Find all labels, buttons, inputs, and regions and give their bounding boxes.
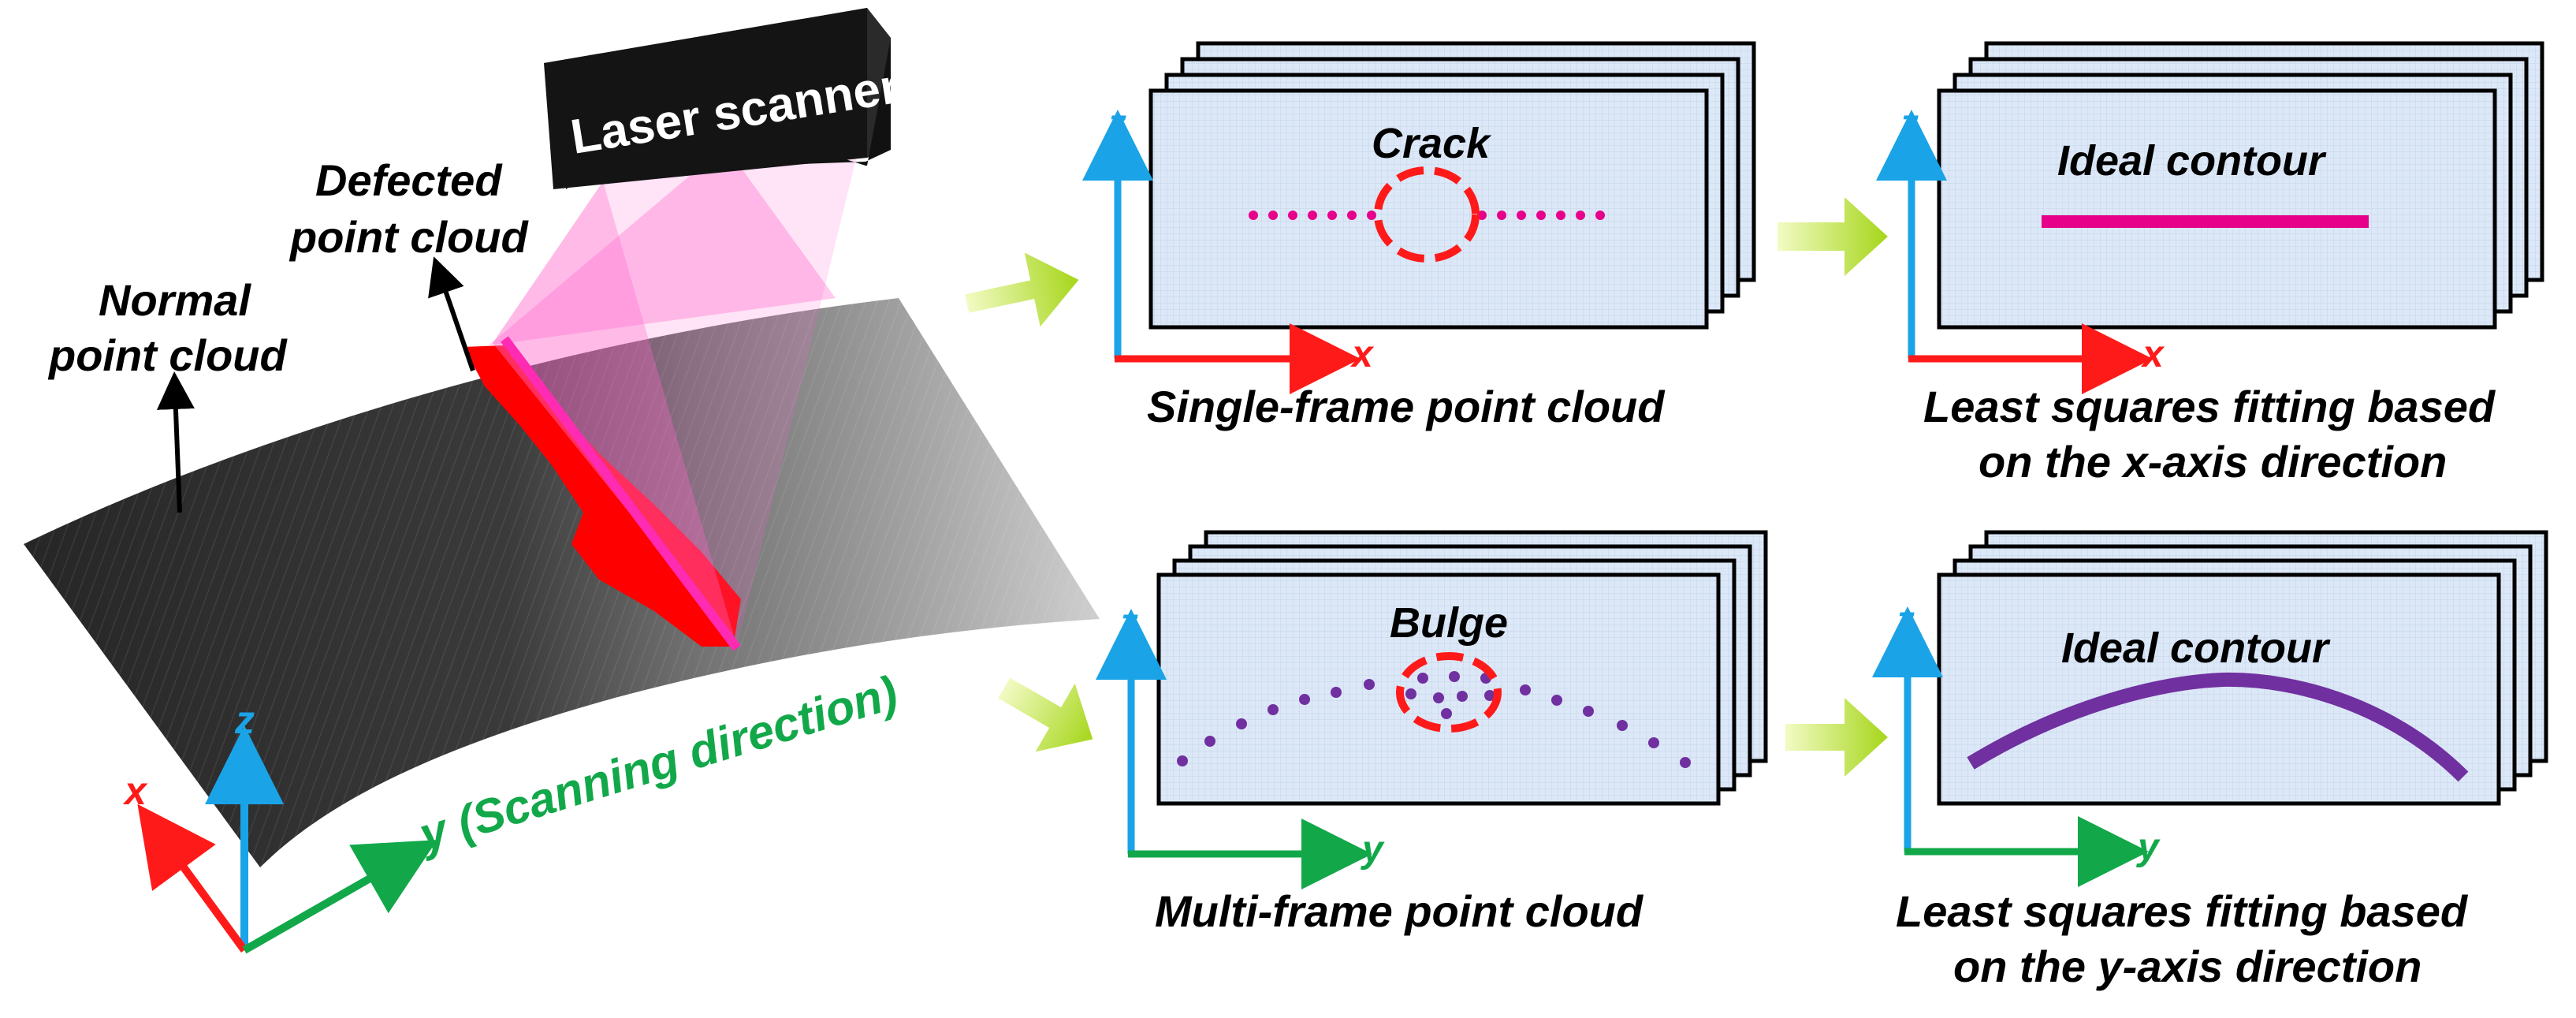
x-fit-contour-label: Ideal contour — [2057, 137, 2327, 185]
panel-x-fit: Ideal contour z x Least squares fitting … — [1876, 41, 2544, 487]
multi-z-label: z — [1119, 602, 1138, 643]
single-x-label: x — [1349, 334, 1375, 375]
surface-x-label: x — [122, 769, 148, 813]
surface-z-label: z — [234, 698, 255, 742]
y-fit-caption-line1: Least squares fitting based — [1896, 886, 2469, 936]
normal-label-line2: point cloud — [47, 330, 288, 380]
arrow-to-multi-frame — [998, 677, 1093, 752]
frame-stack — [1148, 41, 1756, 330]
laser-scanner: Laser scanner — [544, 8, 903, 189]
defect-region — [463, 345, 741, 647]
y-fit-caption-line2: on the y-axis direction — [1953, 942, 2422, 991]
arrow-to-x-fit — [1778, 197, 1888, 276]
crack-points — [1249, 211, 1605, 220]
defected-annotation: Defected point cloud — [288, 155, 530, 371]
single-frame-caption: Single-frame point cloud — [1147, 382, 1666, 431]
laser-beam — [489, 146, 859, 651]
y-fit-z-label: z — [1895, 599, 1915, 641]
crack-label: Crack — [1372, 120, 1492, 167]
y-fit-contour-curve — [1967, 672, 2469, 782]
bulge-points — [1177, 671, 1691, 768]
panel-y-fit: Ideal contour z y Least squares fitting … — [1872, 530, 2548, 991]
normal-label-line1: Normal — [99, 275, 251, 325]
bulge-highlight — [1396, 652, 1502, 733]
x-fit-x-label: x — [2140, 334, 2165, 375]
multi-frame-caption: Multi-frame point cloud — [1155, 886, 1644, 936]
single-z-label: z — [1107, 103, 1126, 144]
panel-single-frame: Crack z x Single-frame point cloud — [1082, 41, 1756, 431]
y-fit-y-label: y — [2136, 826, 2161, 868]
arrow-to-single-frame — [965, 252, 1079, 327]
multi-y-label: y — [1361, 829, 1385, 871]
y-fit-contour-label: Ideal contour — [2061, 625, 2331, 672]
frame-stack — [1156, 530, 1768, 806]
point-cloud-surface — [24, 298, 1100, 867]
arrow-to-y-fit — [1785, 698, 1888, 777]
defected-label-line2: point cloud — [288, 212, 530, 262]
frame-stack — [1937, 41, 2544, 330]
x-fit-caption-line2: on the x-axis direction — [1979, 437, 2447, 487]
frame-stack — [1937, 530, 2548, 806]
x-fit-caption-line1: Least squares fitting based — [1923, 382, 2496, 431]
panel-multi-frame: Bulge z y Multi-frame point cloud — [1096, 530, 1768, 936]
x-fit-z-label: z — [1899, 103, 1919, 144]
bulge-label: Bulge — [1390, 599, 1508, 647]
normal-annotation: Normal point cloud — [47, 275, 288, 513]
defected-label-line1: Defected — [315, 155, 503, 205]
crack-highlight — [1374, 166, 1480, 263]
